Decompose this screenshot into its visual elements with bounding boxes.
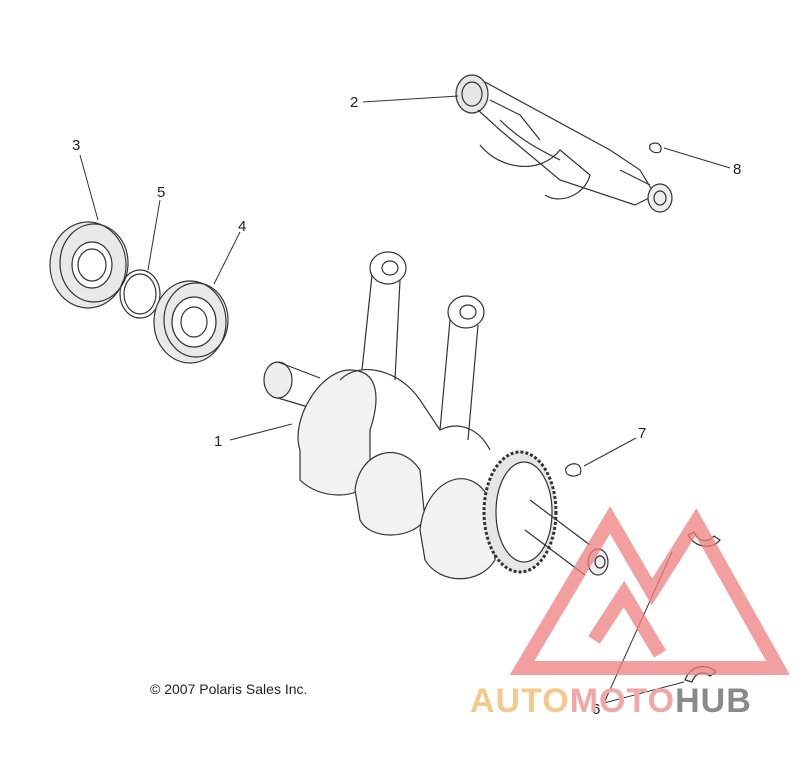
callout-5: 5 [157,184,165,201]
crankshaft-assembly-part [263,251,609,580]
oil-seal-part [49,221,129,309]
watermark-triangle-icon [509,506,790,675]
snap-ring-part [119,269,161,319]
callout-2: 2 [350,94,358,111]
callout-3: 3 [72,137,80,154]
bearing-part [153,280,229,364]
callout-6: 6 [592,701,600,718]
callout-7: 7 [638,425,646,442]
callout-4: 4 [238,218,246,235]
woodruff-key-part-8 [649,142,662,154]
copyright-notice: © 2007 Polaris Sales Inc. [150,681,308,697]
balance-shaft-part [455,74,673,213]
callout-8: 8 [733,161,741,178]
watermark-part-hub: HUB [675,682,752,720]
callout-1: 1 [214,433,222,450]
watermark-part-auto: AUTO [470,682,570,720]
watermark-logo: AUTOMOTOHUB [470,682,752,721]
woodruff-key-part-7 [565,463,582,477]
watermark-part-moto: MOTO [569,682,676,720]
